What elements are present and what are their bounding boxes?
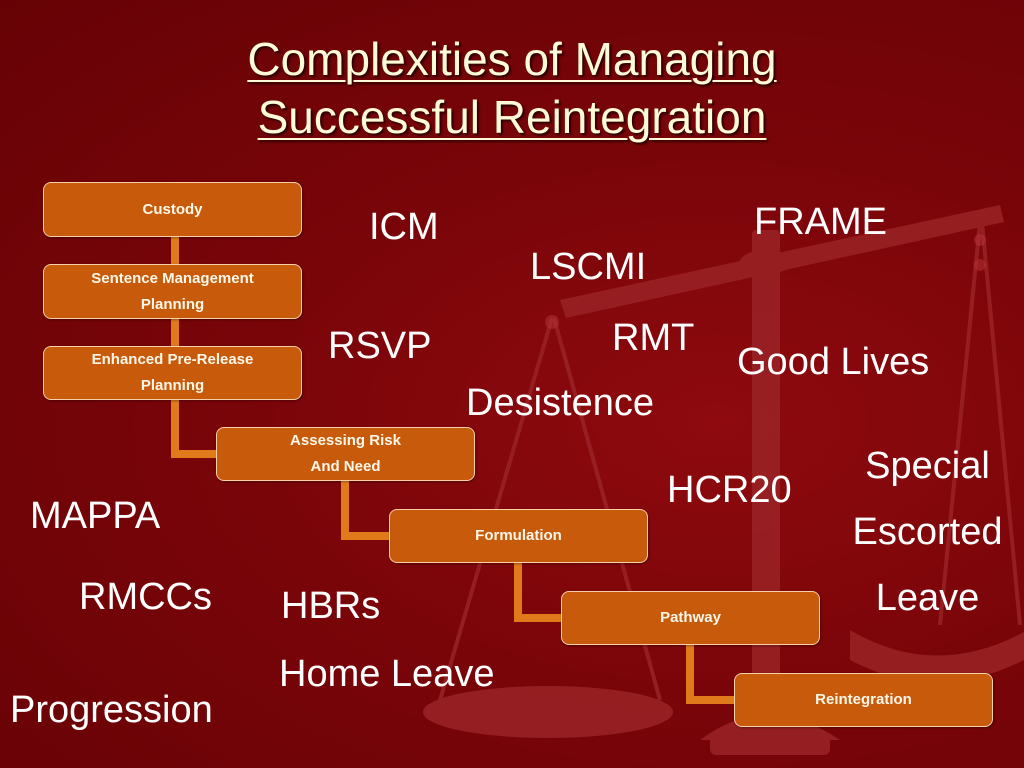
title-line-2: Successful Reintegration	[257, 91, 767, 143]
flow-box-label: Pathway	[660, 609, 721, 626]
label-escorted: Escorted	[852, 511, 1003, 553]
flow-box-label: Custody	[142, 200, 203, 218]
flow-box-label: Formulation	[475, 527, 562, 544]
connector-assessing-formulation	[341, 481, 390, 540]
flow-box-formulation: Formulation	[389, 509, 648, 563]
label-rmt: RMT	[612, 317, 695, 359]
flow-box-label: Enhanced Pre-Release	[91, 351, 254, 368]
label-special: Special	[865, 445, 990, 487]
label-lscmi: LSCMI	[530, 246, 647, 288]
label-special-escorted-leave: Special Escorted Leave	[835, 433, 1020, 631]
flow-box-custody: Custody	[43, 182, 302, 237]
flow-box-label: Planning	[140, 377, 205, 394]
label-home-leave: Home Leave	[279, 653, 495, 695]
label-desistence: Desistence	[466, 382, 654, 424]
flow-box-label: And Need	[310, 458, 381, 475]
flow-box-reintegration: Reintegration	[734, 673, 993, 727]
slide-title: Complexities of Managing Successful Rein…	[0, 30, 1024, 146]
flow-box-label: Sentence Management	[91, 269, 254, 287]
label-progression: Progression	[10, 689, 213, 731]
connector-pathway-reintegration	[686, 645, 735, 704]
flow-box-label: Planning	[140, 295, 205, 313]
label-rsvp: RSVP	[328, 325, 432, 367]
connector-enhanced-assessing	[171, 400, 218, 458]
label-rmccs: RMCCs	[79, 576, 212, 618]
flow-box-pathway: Pathway	[561, 591, 820, 645]
label-frame: FRAME	[754, 201, 887, 243]
label-leave: Leave	[875, 577, 980, 619]
label-hbrs: HBRs	[281, 585, 381, 627]
label-good-lives: Good Lives	[737, 341, 930, 383]
label-icm: ICM	[369, 206, 439, 248]
connector-formulation-pathway	[514, 563, 562, 622]
flow-box-label: Assessing Risk	[290, 432, 401, 449]
label-hcr20: HCR20	[667, 469, 792, 511]
flow-box-label: Reintegration	[815, 691, 912, 708]
label-mappa: MAPPA	[30, 495, 161, 537]
title-line-1: Complexities of Managing	[247, 33, 777, 85]
